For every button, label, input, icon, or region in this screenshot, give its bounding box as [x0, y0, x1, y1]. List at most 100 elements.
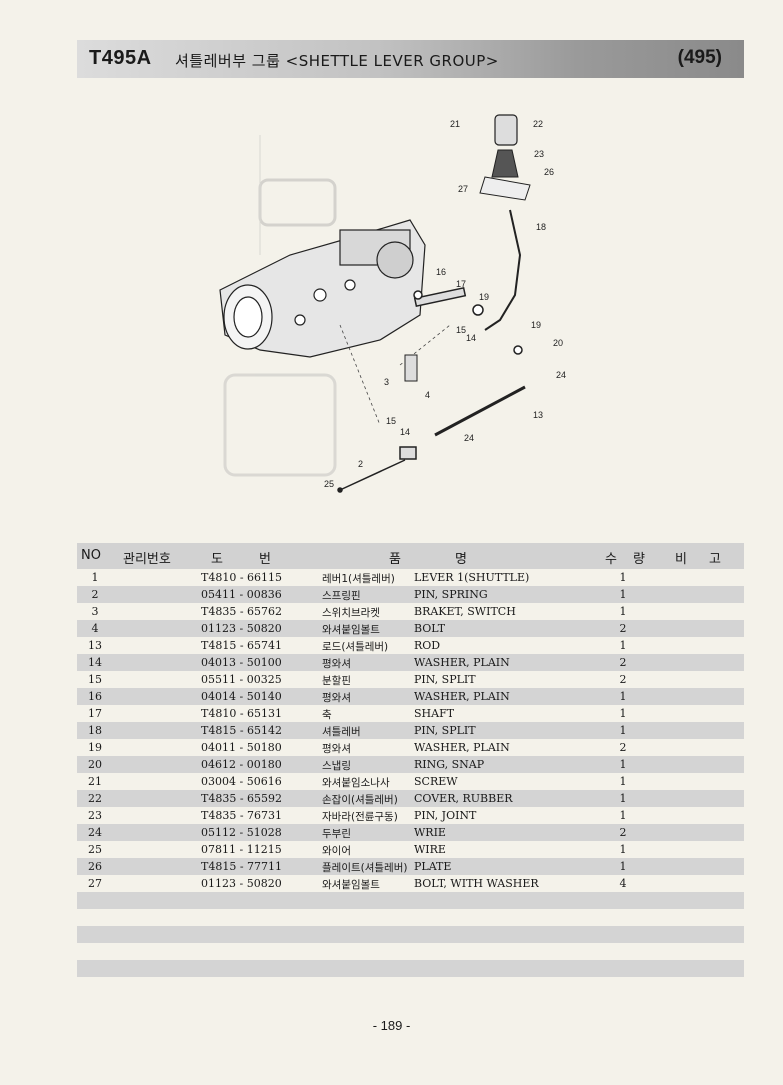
rod	[434, 385, 526, 437]
cell-english-name: PIN, SPRING	[414, 588, 488, 601]
header-bi: 비	[675, 552, 687, 567]
header-pum: 품	[389, 552, 401, 567]
cell-english-name: RING, SNAP	[414, 758, 485, 771]
cell-quantity: 1	[619, 792, 627, 805]
cell-english-name: WASHER, PLAIN	[414, 656, 510, 669]
switch-bracket	[404, 354, 418, 382]
ghost-print-through	[223, 135, 337, 477]
cell-part-number: T4815 - 77711	[201, 860, 283, 873]
blank-row	[77, 960, 744, 977]
cell-quantity: 1	[619, 775, 627, 788]
cell-no: 18	[88, 724, 102, 737]
cell-english-name: PIN, SPLIT	[414, 673, 476, 686]
callout-22: 22	[533, 119, 543, 129]
header-go: 고	[709, 552, 721, 567]
blank-row	[77, 909, 744, 926]
callout-15b: 15	[386, 416, 396, 426]
cell-no: 14	[88, 656, 102, 669]
cell-part-number: 04011 - 50180	[201, 741, 282, 754]
cell-part-number: T4815 - 65142	[201, 724, 283, 737]
cell-english-name: WRIE	[414, 826, 446, 839]
cell-english-name: WIRE	[414, 843, 446, 856]
page-header: T495A 셔틀레버부 그룹 <SHETTLE LEVER GROUP> (49…	[77, 40, 744, 78]
cell-quantity: 1	[619, 588, 627, 601]
cell-part-number: T4810 - 66115	[201, 571, 283, 584]
cell-korean-name: 와셔붙임볼트	[322, 624, 380, 636]
cell-part-number: T4815 - 65741	[201, 639, 283, 652]
cell-no: 16	[88, 690, 102, 703]
callout-19b: 19	[531, 320, 541, 330]
cell-korean-name: 평와셔	[322, 743, 351, 755]
group-title: 셔틀레버부 그룹 <SHETTLE LEVER GROUP>	[175, 52, 499, 70]
diagram-svg: 21 22 23 26 27 18 16 17 19 15 14 19 20 3…	[219, 114, 566, 493]
header-mgmt: 관리번호	[123, 552, 171, 567]
cell-english-name: PIN, JOINT	[414, 809, 477, 822]
cell-part-number: 05411 - 00836	[201, 588, 282, 601]
cell-quantity: 1	[619, 724, 627, 737]
cell-part-number: T4810 - 65131	[201, 707, 283, 720]
cell-english-name: BRAKET, SWITCH	[414, 605, 516, 618]
callout-4: 4	[425, 390, 430, 400]
cell-quantity: 1	[619, 605, 627, 618]
callout-3: 3	[384, 377, 389, 387]
callout-15a: 15	[456, 325, 466, 335]
cell-korean-name: 스프링핀	[322, 590, 361, 602]
cell-no: 20	[88, 758, 102, 771]
page-number: - 189 -	[372, 1018, 411, 1033]
header-do: 도	[211, 552, 223, 567]
callout-2: 2	[358, 459, 363, 469]
cell-no: 26	[88, 860, 102, 873]
cell-quantity: 1	[619, 758, 627, 771]
cell-no: 4	[91, 622, 99, 635]
callout-24b: 24	[464, 433, 474, 443]
group-page-code: (495)	[677, 47, 722, 68]
callout-21: 21	[450, 119, 460, 129]
cell-korean-name: 손잡이(셔틀레버)	[322, 794, 398, 806]
cell-korean-name: 와셔붙임소나사	[322, 777, 390, 789]
cell-english-name: COVER, RUBBER	[414, 792, 513, 805]
callout-20: 20	[553, 338, 563, 348]
cell-quantity: 1	[619, 639, 627, 652]
cell-english-name: PIN, SPLIT	[414, 724, 476, 737]
callout-14a: 14	[466, 333, 476, 343]
cell-korean-name: 와셔붙임볼트	[322, 879, 380, 891]
cell-english-name: SCREW	[414, 775, 458, 788]
cell-english-name: BOLT	[414, 622, 446, 635]
cell-quantity: 2	[619, 673, 627, 686]
callout-18: 18	[536, 222, 546, 232]
cell-quantity: 1	[619, 843, 627, 856]
cell-quantity: 1	[619, 809, 627, 822]
cell-english-name: ROD	[414, 639, 441, 652]
callout-16: 16	[436, 267, 446, 277]
cell-no: 22	[88, 792, 102, 805]
callout-19a: 19	[479, 292, 489, 302]
cell-no: 2	[91, 588, 99, 601]
header-myeong: 명	[455, 552, 467, 567]
header-no: NO	[81, 548, 101, 563]
callout-14b: 14	[400, 427, 410, 437]
cell-no: 15	[88, 673, 102, 686]
lever-1	[337, 446, 417, 493]
header-beon: 번	[259, 552, 271, 567]
cell-quantity: 2	[619, 656, 627, 669]
cell-korean-name: 로드(셔틀레버)	[322, 641, 389, 653]
callout-24a: 24	[556, 370, 566, 380]
cell-no: 23	[88, 809, 102, 822]
callout-26: 26	[544, 167, 554, 177]
callout-labels: 21 22 23 26 27 18 16 17 19 15 14 19 20 3…	[324, 119, 566, 489]
